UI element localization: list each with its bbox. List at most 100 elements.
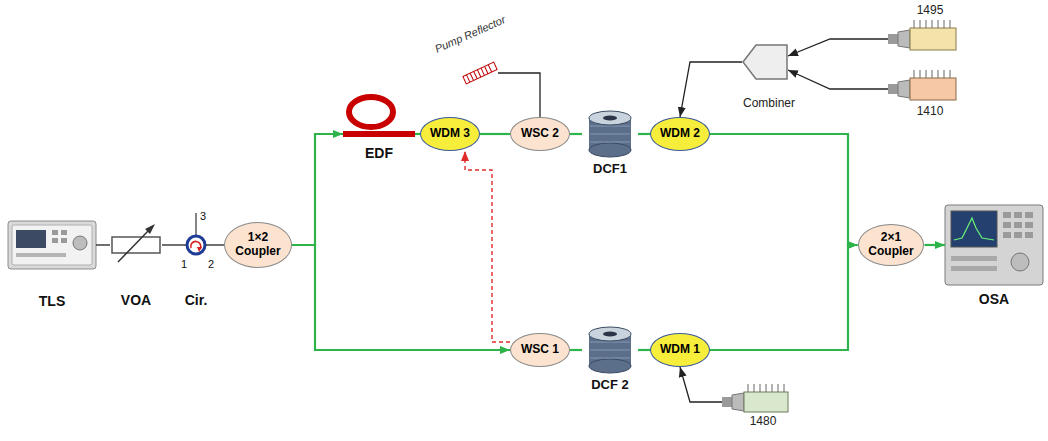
fiber-spool bbox=[603, 116, 617, 121]
tls-instrument bbox=[61, 230, 67, 235]
component-label: DCF 2 bbox=[591, 377, 629, 392]
osa-instrument bbox=[1003, 222, 1011, 228]
component-label: Pump Reflector bbox=[433, 13, 507, 55]
component-label: Combiner bbox=[743, 96, 795, 110]
laser-diode bbox=[772, 384, 773, 392]
fiber-path bbox=[480, 133, 510, 135]
fiber-spool bbox=[589, 327, 631, 341]
laser-diode bbox=[950, 70, 951, 78]
fiber-spool bbox=[590, 358, 630, 359]
pump-reflector-grating bbox=[477, 70, 480, 77]
laser-diode bbox=[748, 384, 749, 392]
instrument-label: OSA bbox=[979, 291, 1009, 307]
laser-diode bbox=[754, 384, 755, 392]
connection-line bbox=[680, 62, 742, 117]
laser-diode bbox=[910, 78, 956, 100]
osa-instrument bbox=[1011, 253, 1029, 271]
pump-reflector-grating bbox=[488, 65, 491, 72]
fiber-spool bbox=[589, 327, 631, 373]
instrument-label: TLS bbox=[39, 293, 65, 309]
voa-symbol bbox=[118, 229, 150, 262]
pump-reflector-grating bbox=[474, 71, 477, 78]
combiner-shape bbox=[742, 44, 788, 80]
fiber-path bbox=[710, 245, 858, 350]
osa-instrument bbox=[1014, 222, 1022, 228]
laser-diode bbox=[926, 20, 927, 28]
fiber-path bbox=[292, 134, 343, 245]
component-ellipse: 1×2 Coupler bbox=[224, 222, 292, 268]
component-label: EDF bbox=[365, 145, 393, 161]
component-name: WDM 1 bbox=[660, 343, 700, 357]
tls-instrument bbox=[52, 238, 58, 243]
wavelength-label: 1410 bbox=[917, 104, 944, 118]
component-node: OSA bbox=[945, 205, 1043, 285]
port-number: 3 bbox=[200, 210, 206, 223]
pump-reflector-grating bbox=[463, 62, 497, 84]
tls-instrument bbox=[8, 221, 96, 269]
osa-instrument bbox=[1014, 212, 1022, 218]
osa-instrument bbox=[951, 266, 997, 271]
pump-reflector-grating bbox=[485, 66, 488, 73]
osa-instrument bbox=[945, 205, 1043, 285]
laser-diode bbox=[744, 392, 788, 412]
connection-line bbox=[206, 244, 224, 245]
fiber-path bbox=[924, 244, 945, 246]
laser-diode bbox=[938, 70, 939, 78]
osa-instrument bbox=[1025, 232, 1033, 238]
osa-instrument bbox=[1025, 212, 1033, 218]
fiber-spool bbox=[590, 342, 630, 343]
fiber-spool bbox=[589, 143, 631, 157]
circulator-symbol bbox=[195, 213, 196, 236]
laser-diode bbox=[784, 384, 785, 392]
laser-diode bbox=[944, 20, 945, 28]
component-name: WSC 1 bbox=[521, 343, 559, 357]
component-node: VOA bbox=[110, 232, 162, 258]
combiner-shape bbox=[743, 45, 787, 79]
pump-reflector-grating bbox=[463, 62, 497, 84]
component-node: TLS bbox=[8, 221, 96, 269]
tls-instrument bbox=[12, 225, 92, 265]
laser-diode bbox=[778, 384, 779, 392]
fiber-spool bbox=[590, 134, 630, 135]
laser-diode bbox=[914, 20, 915, 28]
osa-instrument bbox=[951, 256, 997, 261]
edf-coil bbox=[343, 97, 415, 137]
component-ellipse: WSC 1 bbox=[510, 333, 570, 367]
component-node: 1410 bbox=[888, 78, 956, 100]
component-ellipse: WDM 3 bbox=[420, 117, 480, 151]
component-ellipse: WSC 2 bbox=[510, 117, 570, 151]
tls-instrument bbox=[16, 230, 46, 248]
tls-instrument bbox=[61, 238, 67, 243]
connection-line bbox=[162, 244, 186, 245]
fiber-path bbox=[638, 133, 650, 135]
fiber-spool bbox=[603, 332, 617, 337]
fiber-spool bbox=[590, 126, 630, 127]
component-node: DCF 2 bbox=[582, 326, 638, 374]
laser-diode bbox=[888, 34, 898, 44]
component-node: 1480 bbox=[722, 392, 788, 412]
component-node: 1495 bbox=[888, 28, 956, 50]
osa-instrument bbox=[1003, 232, 1011, 238]
circulator-symbol bbox=[187, 236, 205, 254]
fiber-spool bbox=[589, 111, 631, 125]
fiber-spool bbox=[589, 111, 631, 157]
fiber-spool bbox=[589, 359, 631, 373]
component-node: DCF1 bbox=[582, 110, 638, 158]
laser-diode bbox=[926, 70, 927, 78]
pump-reflector-grating bbox=[481, 68, 484, 75]
laser-diode bbox=[732, 393, 744, 411]
component-node: Pump Reflector bbox=[462, 62, 498, 84]
component-ellipse: WDM 2 bbox=[650, 117, 710, 151]
connection-line bbox=[96, 244, 110, 245]
edf-coil bbox=[349, 97, 393, 127]
laser-diode bbox=[722, 384, 788, 412]
connection-line bbox=[680, 367, 722, 402]
laser-diode bbox=[932, 20, 933, 28]
component-label: VOA bbox=[121, 292, 151, 308]
tls-instrument bbox=[8, 221, 96, 269]
fiber-path bbox=[710, 134, 858, 245]
component-name: WSC 2 bbox=[521, 127, 559, 141]
